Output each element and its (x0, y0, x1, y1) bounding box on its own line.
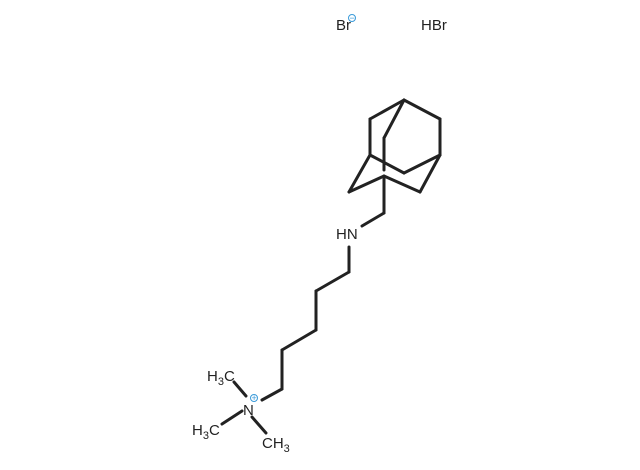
trimethylammonium-group: N + H3C H3C CH3 (192, 368, 290, 455)
bromide-charge-ring (348, 14, 356, 22)
cage-bond (347, 153, 372, 194)
bromide-symbol: Br (336, 17, 351, 34)
bromide-charge-sign: − (350, 13, 355, 23)
adamantane-cage (347, 98, 442, 194)
cage-bond (418, 153, 442, 194)
methyl-bond-top (232, 380, 248, 398)
cage-bond (382, 174, 422, 194)
cage-bond (347, 174, 386, 194)
methyl-bond-left (220, 409, 244, 426)
methyl-bond-bottom (250, 415, 268, 435)
amine-label: HN (336, 226, 358, 243)
ammonium-charge-sign: + (252, 393, 257, 403)
ammonium-symbol: N (243, 402, 254, 419)
cage-bond (368, 153, 406, 175)
chain-bond (314, 270, 351, 293)
cage-bond (402, 98, 442, 121)
methyl-label-left: H3C (192, 422, 220, 442)
chain-bond (280, 328, 318, 352)
bromide-ion: Br − (336, 13, 356, 34)
chain-bond (260, 387, 284, 402)
methyl-label-top: H3C (207, 368, 235, 388)
cage-bond (402, 153, 442, 175)
cage-bond (368, 98, 406, 121)
cage-bond (382, 98, 406, 140)
hbr-label: HBr (421, 17, 447, 34)
pentyl-chain (260, 245, 351, 402)
methylene-amine-bond (360, 211, 386, 228)
methyl-label-bottom: CH3 (262, 435, 290, 455)
ammonium-charge-ring (250, 394, 258, 402)
